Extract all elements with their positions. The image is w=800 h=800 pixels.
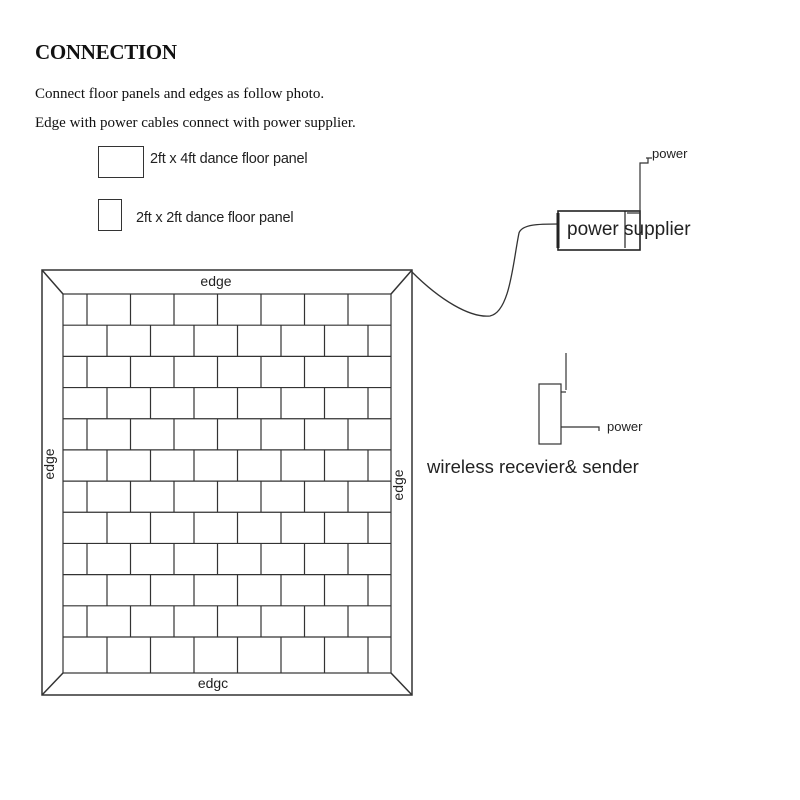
- edge-corner-top-right: [390, 269, 413, 295]
- legend-panel-2ft-swatch: [98, 199, 122, 231]
- legend-panel-2ft-label: 2ft x 2ft dance floor panel: [136, 210, 294, 226]
- edge-label-right: edge: [390, 469, 406, 500]
- power-supplier-label: power supplier: [567, 219, 691, 240]
- edge-corner-bottom-left: [41, 672, 64, 696]
- power-supplier-power-wire: [627, 158, 649, 214]
- floor-panel-grid: [62, 293, 392, 674]
- panel-area-border: [62, 293, 392, 674]
- legend-panel-4ft-swatch: [98, 146, 144, 178]
- wireless-power-label: power: [607, 419, 643, 434]
- edge-corner-top-left: [41, 269, 64, 295]
- power-cable: [411, 223, 559, 317]
- instruction-line-1: Connect floor panels and edges as follow…: [35, 86, 325, 102]
- edge-outer-border: [41, 269, 413, 696]
- legend-panel-4ft-label: 2ft x 4ft dance floor panel: [150, 151, 308, 167]
- edge-corner-bottom-right: [390, 672, 413, 696]
- edge-label-bottom: edgc: [198, 675, 228, 691]
- edge-frame: [41, 269, 413, 696]
- power-supplier-unit: power supplier power: [556, 146, 691, 251]
- edge-label-left: edge: [41, 448, 57, 479]
- wireless-unit: power wireless recevier& sender: [426, 353, 643, 477]
- edge-label-top: edge: [200, 273, 231, 289]
- wireless-label: wireless recevier& sender: [426, 456, 639, 477]
- page-title: CONNECTION: [35, 40, 177, 64]
- power-supplier-power-label: power: [652, 146, 688, 161]
- wireless-box: [538, 383, 562, 445]
- instruction-line-2: Edge with power cables connect with powe…: [35, 115, 356, 131]
- wireless-power-wire: [561, 426, 600, 431]
